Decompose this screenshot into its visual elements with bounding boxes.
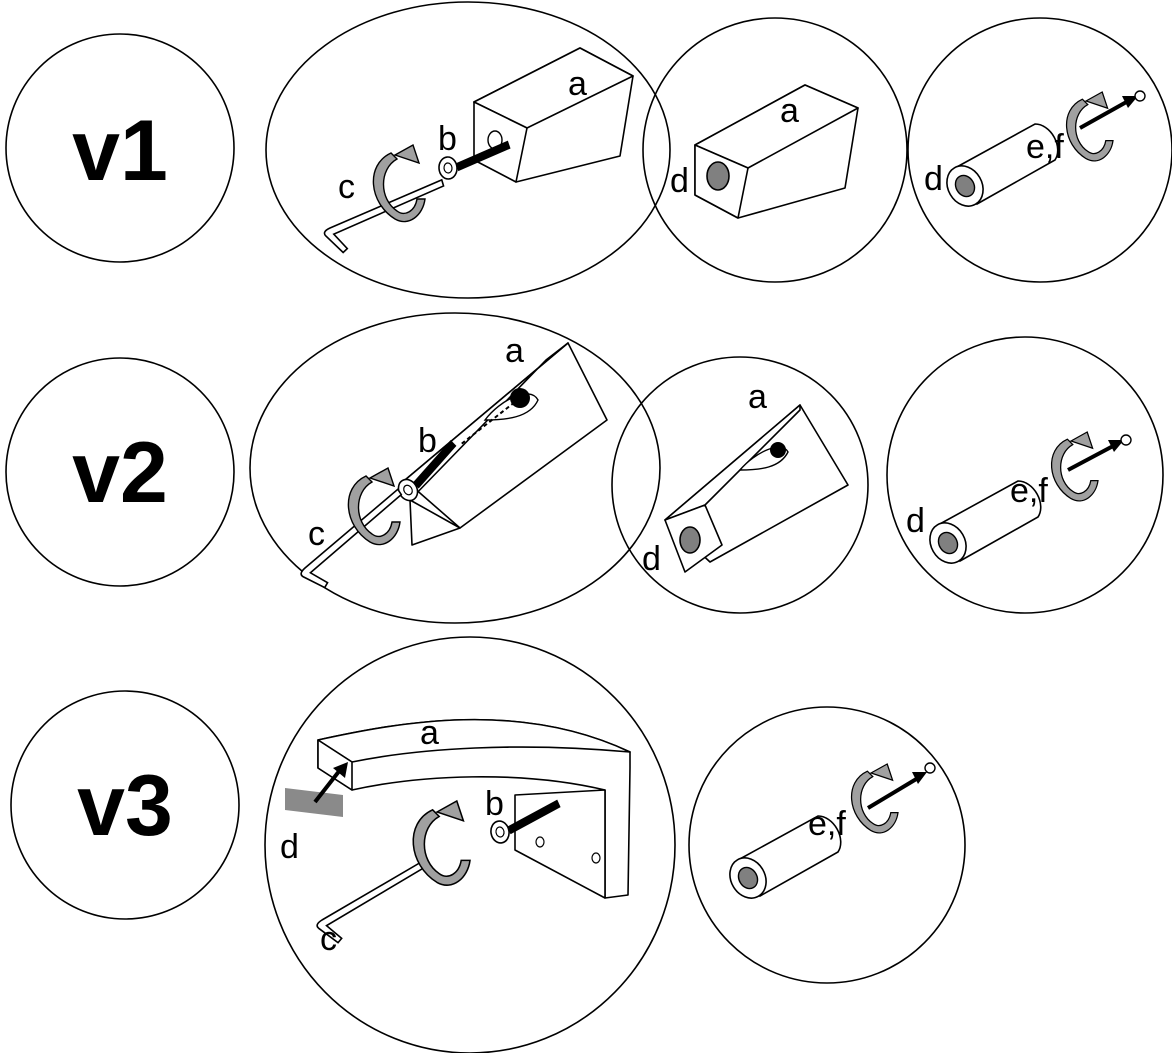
step-v1-3: e,f d [907, 17, 1172, 283]
label-c: c [308, 515, 325, 553]
step-v2-1: a b c [249, 312, 661, 624]
label-a: a [748, 378, 767, 416]
variant-title: v3 [77, 758, 173, 854]
step-v1-2: a d [642, 17, 908, 283]
variant-badge-circle [5, 357, 235, 587]
label-b: b [485, 785, 504, 823]
step-frame [642, 17, 908, 283]
step-v2-2: a d [611, 356, 869, 614]
variant-badge-circle [5, 33, 235, 263]
pull-arrow-icon [1067, 434, 1132, 472]
rotate-arrow-icon [850, 763, 899, 834]
label-ef: e,f [808, 805, 846, 843]
label-c: c [320, 920, 337, 958]
rotate-arrow-icon [1065, 91, 1114, 162]
label-d: d [924, 160, 943, 198]
step-frame [265, 1, 671, 299]
wood-block-a [404, 342, 608, 546]
step-v2-3: e,f d [886, 336, 1164, 614]
label-c: c [338, 168, 355, 206]
variant-title: v1 [72, 103, 168, 199]
variant-title: v2 [72, 425, 168, 521]
step-frame [264, 636, 676, 1053]
label-d: d [906, 502, 925, 540]
curved-rail-a [317, 718, 631, 899]
label-b: b [438, 120, 457, 158]
step-v3-2: e,f [688, 706, 966, 984]
label-a: a [780, 92, 799, 130]
label-ef: e,f [1010, 472, 1048, 510]
spacer-strip-d [285, 762, 348, 817]
label-a: a [505, 332, 524, 370]
label-a: a [420, 714, 439, 752]
step-frame [688, 706, 966, 984]
variant-v2: v2 a b c [5, 312, 1164, 624]
variant-badge-circle [10, 690, 240, 920]
rotate-arrow-icon [412, 800, 471, 886]
wood-block-a [664, 404, 849, 573]
step-frame [907, 17, 1172, 283]
step-frame [886, 336, 1164, 614]
variant-v3: v3 [10, 636, 966, 1053]
variant-v1: v1 a b c [5, 1, 1172, 299]
label-d: d [642, 540, 661, 578]
pull-arrow-icon [1079, 90, 1146, 130]
label-a: a [568, 65, 587, 103]
label-d: d [280, 828, 299, 866]
label-ef: e,f [1026, 128, 1064, 166]
wood-block-a [694, 84, 859, 219]
step-frame [611, 356, 869, 614]
wood-block-a [473, 47, 634, 183]
step-v1-1: a b c [265, 1, 671, 299]
step-frame [249, 312, 661, 624]
label-d: d [670, 162, 689, 200]
step-v3-1: a b d c [264, 636, 676, 1053]
label-b: b [418, 422, 437, 460]
pull-arrow-icon [866, 762, 936, 810]
